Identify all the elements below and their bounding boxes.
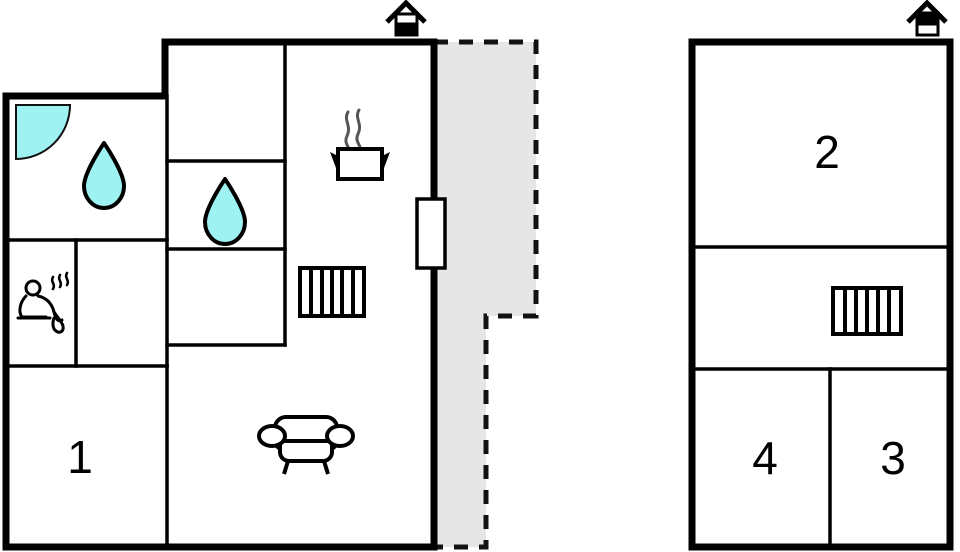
shower-quarter-circle-icon — [15, 104, 72, 161]
water-drop-icon — [82, 141, 126, 210]
upper-floor-rooms-fill — [692, 42, 950, 547]
door-opening-icon — [415, 197, 447, 270]
terrace-area — [434, 39, 539, 550]
room-2-label: 2 — [814, 126, 840, 178]
sauna-icon — [16, 271, 70, 334]
ground-floor-interior-walls — [4, 42, 287, 549]
house-roof-icon — [385, 0, 427, 37]
house-roof-icon — [906, 0, 948, 37]
radiator-icon — [831, 286, 903, 336]
sofa-icon — [257, 415, 355, 475]
upper-floor-interior-walls — [690, 245, 952, 549]
room-3-label: 3 — [880, 432, 906, 484]
room-1-label: 1 — [67, 431, 93, 483]
upper-floor-exterior-walls — [688, 38, 954, 551]
water-drop-icon — [203, 177, 247, 246]
cooking-pot-icon — [330, 108, 390, 181]
room-4-label: 4 — [752, 432, 778, 484]
ground-floor-exterior-walls — [2, 38, 438, 551]
radiator-icon — [298, 266, 366, 318]
